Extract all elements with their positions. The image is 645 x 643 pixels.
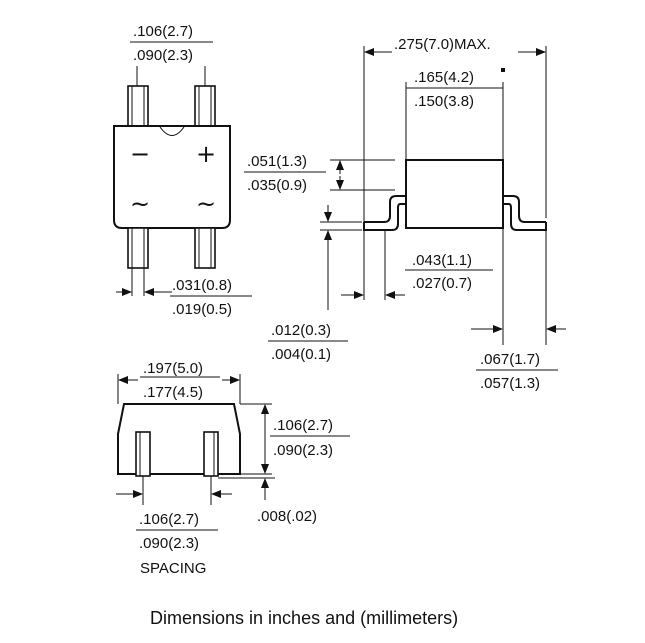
top-lower-right-pin <box>194 227 216 269</box>
top-pitch-min: .090(2.3) <box>133 47 193 64</box>
body-width-min: .150(3.8) <box>414 93 474 110</box>
spacing-label: SPACING <box>140 560 206 577</box>
body-height-max: .106(2.7) <box>273 417 333 434</box>
body-length-max: .197(5.0) <box>143 360 203 377</box>
standoff-max: .012(0.3) <box>271 322 331 339</box>
side-body <box>405 159 504 229</box>
lead-offset: .008(.02) <box>257 508 317 525</box>
standoff-min: .004(0.1) <box>271 346 331 363</box>
top-upper-left-pin <box>127 85 149 127</box>
body-height-min: .090(2.3) <box>273 442 333 459</box>
side-view: .275(7.0)MAX. .165(4.2) .150(3.8) .051(1… <box>244 36 566 392</box>
top-upper-right-pin <box>194 85 216 127</box>
top-lower-left-pin <box>127 227 149 269</box>
lead-thickness-max: .043(1.1) <box>412 252 472 269</box>
overall-width: .275(7.0)MAX. <box>394 36 491 53</box>
ac-left-symbol: ~ <box>130 190 150 218</box>
front-view: .197(5.0) .177(4.5) .106(2.7) .090(2.3) … <box>116 360 350 577</box>
ac-right-symbol: ~ <box>196 190 216 218</box>
lead-width-min: .019(0.5) <box>172 301 232 318</box>
marker-dot <box>501 68 505 72</box>
minus-symbol: − <box>130 140 150 168</box>
foot-length-min: .057(1.3) <box>480 375 540 392</box>
lead-height-max: .051(1.3) <box>247 153 307 170</box>
lead-thickness-min: .027(0.7) <box>412 275 472 292</box>
caption: Dimensions in inches and (millimeters) <box>150 608 458 628</box>
spacing-min: .090(2.3) <box>139 535 199 552</box>
body-width-max: .165(4.2) <box>414 69 474 86</box>
top-notch <box>159 126 185 136</box>
plus-symbol: + <box>196 140 216 168</box>
foot-length-max: .067(1.7) <box>480 351 540 368</box>
spacing-max: .106(2.7) <box>139 511 199 528</box>
top-pitch-max: .106(2.7) <box>133 23 193 40</box>
lead-height-min: .035(0.9) <box>247 177 307 194</box>
body-length-min: .177(4.5) <box>143 384 203 401</box>
top-view: .106(2.7) .090(2.3) − + ~ ~ .031(0.8) .0… <box>113 23 252 318</box>
lead-width-max: .031(0.8) <box>172 277 232 294</box>
front-left-lead <box>135 431 151 477</box>
front-right-lead <box>203 431 219 477</box>
top-body <box>113 125 231 229</box>
